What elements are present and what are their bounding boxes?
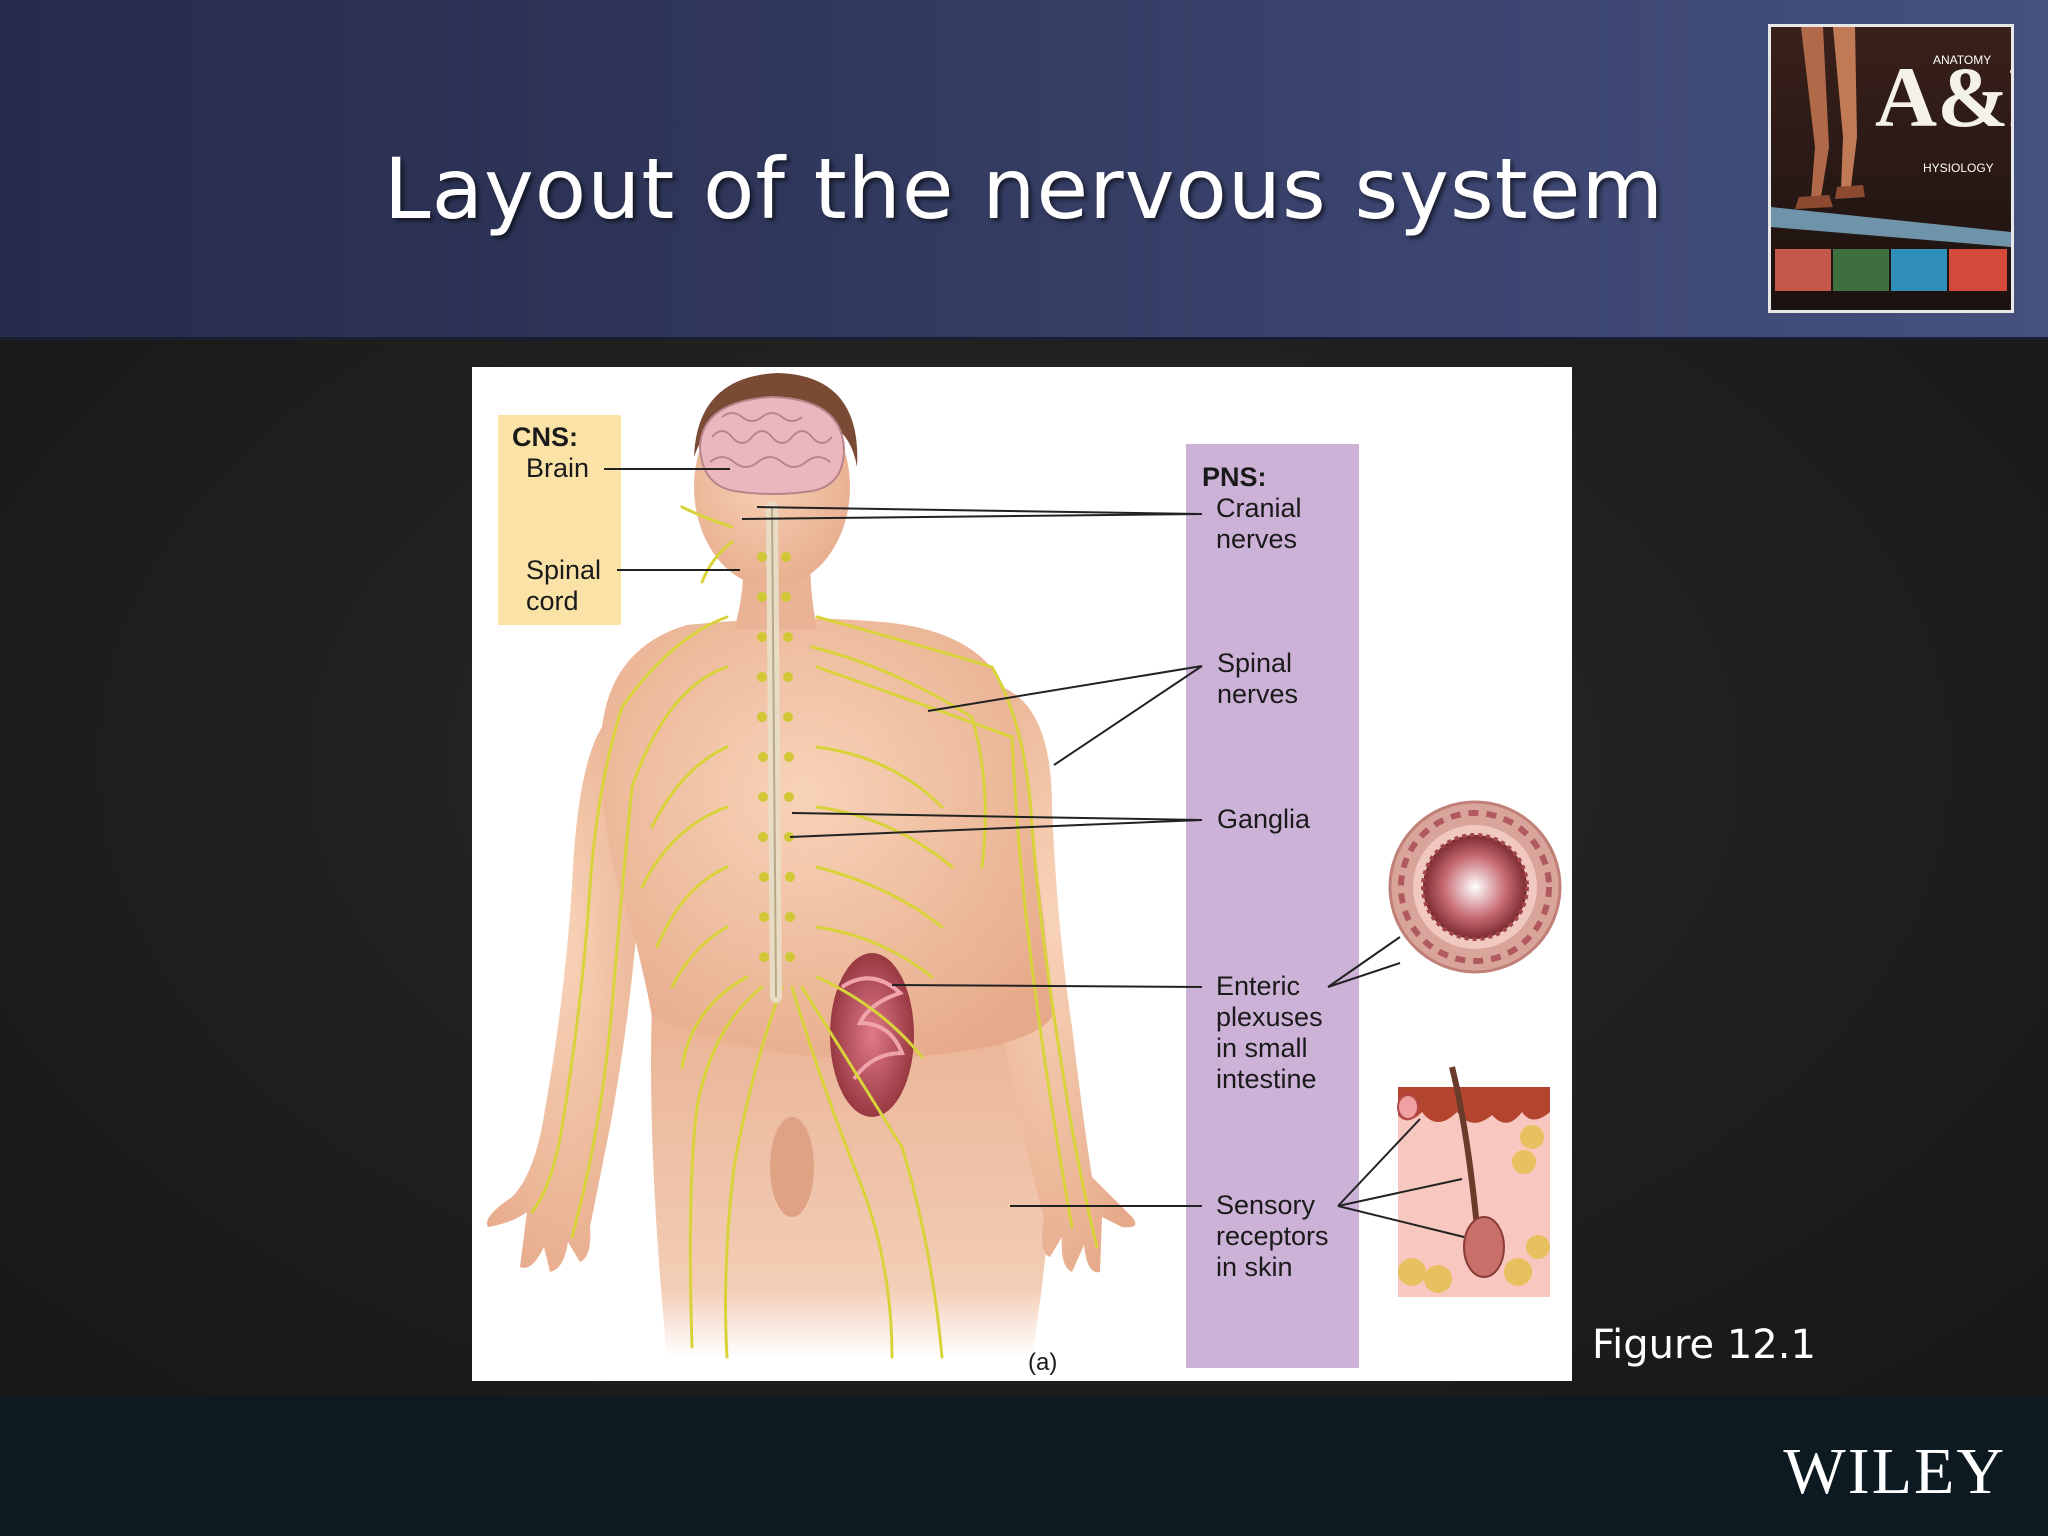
slide-header: Layout of the nervous system A <box>0 0 2048 340</box>
nervous-system-figure: CNS: Brain Spinal cord PNS: Cranial nerv… <box>472 367 1572 1381</box>
cns-heading: CNS: <box>512 422 578 452</box>
pns-heading: PNS: <box>1202 462 1267 492</box>
publisher-logo: WILEY <box>1783 1435 2006 1508</box>
label-brain: Brain <box>526 453 590 483</box>
hair <box>694 373 858 467</box>
peripheral-nerves <box>530 505 1099 1359</box>
label-spinal-cord: Spinal cord <box>526 555 602 616</box>
book-cover-title: ANATOMY A&P HYSIOLOGY <box>1771 27 2011 310</box>
skin-section <box>1397 1066 1550 1297</box>
book-cover: ANATOMY A&P HYSIOLOGY <box>1768 24 2014 313</box>
leader-lines <box>604 468 1465 1238</box>
cover-title-line-2: HYSIOLOGY <box>1923 161 1994 175</box>
intestine-cross-section <box>1388 800 1562 974</box>
cns-box <box>498 415 621 625</box>
figure-caption: Figure 12.1 <box>1592 1322 1816 1368</box>
torso <box>601 618 1052 1059</box>
book-cover-art <box>1771 27 2011 310</box>
label-ganglia: Ganglia <box>1217 804 1311 834</box>
cover-title-line-1: ANATOMY <box>1933 53 1992 67</box>
panel-label: (a) <box>1028 1349 1058 1376</box>
cover-letters: A&P <box>1875 49 2011 145</box>
label-sensory-receptors: Sensory receptors in skin <box>1216 1190 1329 1282</box>
figure-illustration <box>487 373 1562 1368</box>
label-enteric-plexuses: Enteric plexuses in small intestine <box>1216 971 1323 1094</box>
label-spinal-nerves: Spinal nerves <box>1217 648 1299 709</box>
ganglia-dots <box>757 552 795 962</box>
brain-shape <box>698 395 846 495</box>
legs <box>651 1007 1055 1357</box>
slide-footer: WILEY <box>0 1396 2048 1536</box>
pns-box <box>1186 444 1359 1368</box>
label-cranial-nerves: Cranial nerves <box>1216 493 1302 554</box>
slide-title: Layout of the nervous system <box>383 140 1665 238</box>
